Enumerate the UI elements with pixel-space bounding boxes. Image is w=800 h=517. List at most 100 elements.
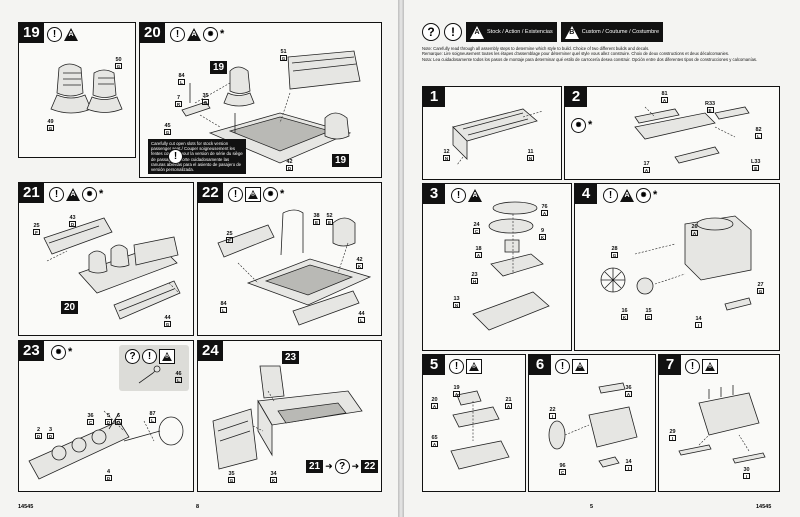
note-english: Note: Carefully read through all assembl… (422, 46, 650, 51)
paint-icon: ✺ (203, 26, 218, 42)
step-20-panel: 20 ! A ✺ * 19 19 Carefully cut o (139, 22, 382, 178)
sequence-callout: 21 ➜ ? ➜ 22 (306, 459, 379, 474)
caution-icon: ! (49, 186, 64, 202)
intro-notes: Note: Carefully read through all assembl… (422, 46, 778, 62)
asterisk-icon: * (68, 346, 73, 358)
step-symbols: ✺ * (571, 117, 592, 133)
step-number: 4 (575, 184, 597, 204)
caution-icon: ! (444, 23, 462, 41)
caution-icon: ! (685, 358, 700, 374)
asterisk-icon: * (653, 189, 658, 201)
custom-box-icon: B (159, 348, 175, 364)
step-symbols: ! A ✺ * (49, 186, 103, 202)
dashboard-drawing (28, 410, 184, 480)
legend-bar: ? ! A Stock / Action / Existencias B Cus… (422, 22, 664, 42)
engine-block-drawing (452, 108, 544, 166)
caution-icon: ! (228, 186, 243, 202)
interior-stock-drawing (43, 217, 181, 320)
step-number: 3 (423, 184, 445, 204)
custom-triangle-icon: B (564, 25, 579, 39)
custom-box-icon: B (245, 186, 261, 202)
custom-front-drawing (548, 382, 638, 468)
custom-intake-drawing (450, 390, 510, 470)
step-symbols: ! B (685, 358, 718, 374)
step-number: 21 (19, 183, 44, 203)
stock-triangle-icon: A (620, 188, 634, 202)
shifter-drawing (138, 365, 161, 384)
step-number: 5 (423, 355, 445, 375)
callout-20: 20 (61, 301, 79, 314)
page-number: 5 (590, 504, 594, 510)
step-symbols: ✺ * (51, 344, 72, 360)
catalog-number: 14545 (18, 504, 34, 510)
asterisk-icon: * (280, 188, 285, 200)
step-number: 23 (19, 341, 44, 361)
step-number: 6 (529, 355, 551, 375)
floor-assembly-drawing (181, 50, 361, 164)
help-icon: ? (125, 348, 140, 364)
page-number: 8 (196, 504, 200, 510)
stock-triangle-icon: A (187, 27, 201, 41)
stock-triangle-icon: A (468, 188, 482, 202)
stock-triangle-icon: A (470, 25, 484, 39)
arrow-right-icon: ➜ (325, 461, 333, 471)
body-tub-drawing (212, 365, 363, 470)
engine-assembly-drawing (600, 215, 752, 311)
paint-icon: ✺ (263, 186, 278, 202)
step-23-panel: 23 ✺ * ? ! B (18, 340, 194, 492)
seat-drawing (50, 63, 123, 114)
help-icon: ? (422, 23, 440, 41)
help-icon: ? (334, 459, 350, 474)
caution-icon: ! (142, 348, 157, 364)
caution-icon: ! (451, 187, 466, 203)
air-cleaner-drawing (472, 201, 550, 331)
step-symbols: ! A ✺ * (603, 187, 657, 203)
custom-box-icon: B (466, 358, 482, 374)
stock-triangle-icon: A (66, 187, 80, 201)
step-number: 20 (140, 23, 165, 43)
caution-icon: ! (47, 26, 62, 42)
step-symbols: ! A (47, 26, 78, 42)
